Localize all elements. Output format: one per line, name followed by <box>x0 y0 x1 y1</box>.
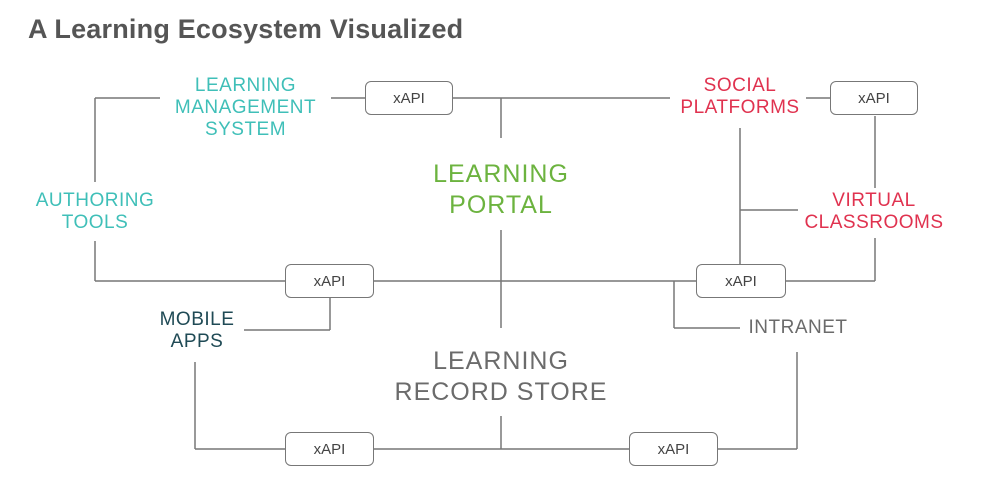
mobile-label-line-1: MOBILE <box>159 309 235 330</box>
intranet-label: INTRANET <box>748 317 848 338</box>
node-learning-management-system: LEARNING MANAGEMENT SYSTEM <box>160 75 331 141</box>
social-label-line-2: PLATFORMS <box>680 97 800 118</box>
node-social-platforms: SOCIAL PLATFORMS <box>670 75 810 119</box>
xapi-box-bottom-left: xAPI <box>285 432 374 466</box>
lrs-label-line-1: LEARNING <box>433 347 569 375</box>
virtual-label-line-1: VIRTUAL <box>832 190 916 211</box>
diagram-title: A Learning Ecosystem Visualized <box>28 14 464 44</box>
node-mobile-apps: MOBILE APPS <box>150 309 244 353</box>
xapi-box-top-left: xAPI <box>365 81 453 115</box>
mobile-label-line-2: APPS <box>170 331 224 352</box>
xapi-box-top-right: xAPI <box>830 81 918 115</box>
node-virtual-classrooms: VIRTUAL CLASSROOMS <box>798 190 950 234</box>
lrs-label-line-2: RECORD STORE <box>394 378 608 406</box>
social-label-line-1: SOCIAL <box>703 75 777 96</box>
authoring-label-line-1: AUTHORING <box>35 190 155 211</box>
authoring-label-line-2: TOOLS <box>61 212 129 233</box>
node-learning-portal: LEARNING PORTAL <box>411 159 591 221</box>
lms-label-line-2: MANAGEMENT <box>174 97 317 118</box>
node-intranet: INTRANET <box>742 317 854 339</box>
lms-label-line-3: SYSTEM <box>204 119 287 140</box>
lms-label-line-1: LEARNING <box>194 75 297 96</box>
xapi-box-middle-right: xAPI <box>696 264 786 298</box>
portal-label-line-2: PORTAL <box>449 191 553 219</box>
xapi-box-middle-left: xAPI <box>285 264 374 298</box>
node-authoring-tools: AUTHORING TOOLS <box>22 190 168 234</box>
portal-label-line-1: LEARNING <box>433 160 569 188</box>
node-learning-record-store: LEARNING RECORD STORE <box>381 346 621 408</box>
xapi-box-bottom-right: xAPI <box>629 432 718 466</box>
virtual-label-line-2: CLASSROOMS <box>804 212 944 233</box>
